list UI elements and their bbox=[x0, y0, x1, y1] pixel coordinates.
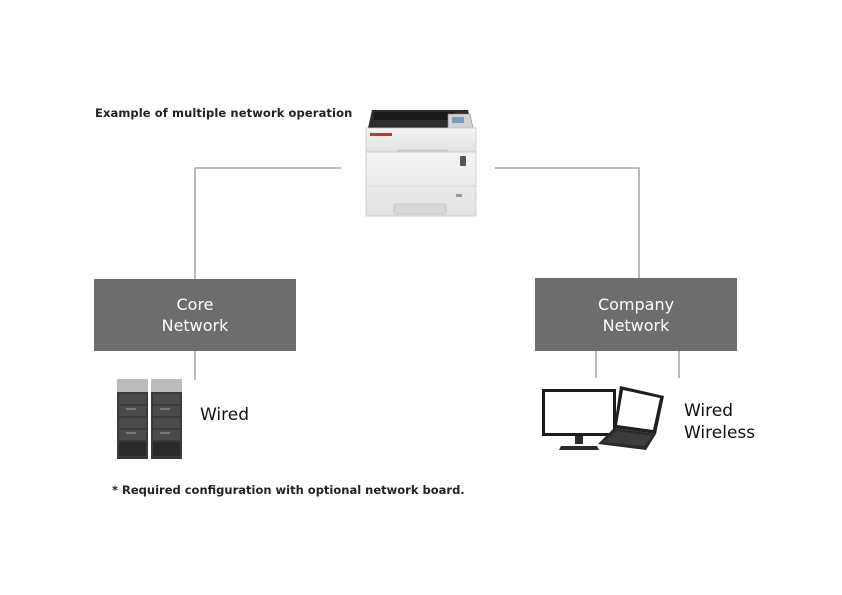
core-connection-type: Wired bbox=[200, 405, 250, 425]
company-connection-type-2: Wireless bbox=[684, 423, 756, 443]
monitor-icon bbox=[542, 389, 616, 450]
core-network-label-line1: Core bbox=[176, 295, 214, 314]
diagram-caption: Example of multiple network operation bbox=[95, 106, 353, 120]
company-connection-type-1: Wired bbox=[684, 401, 734, 421]
company-network-label-line1: Company bbox=[597, 294, 675, 314]
core-network-box: Core Network bbox=[94, 279, 296, 351]
company-network-label-line2: Network bbox=[602, 315, 670, 335]
printer-icon bbox=[365, 110, 477, 217]
company-connection-label: Wired Wireless bbox=[684, 400, 755, 444]
laptop-icon bbox=[598, 386, 664, 450]
footnote: * Required configuration with optional n… bbox=[112, 483, 465, 497]
core-connection-label: Wired bbox=[200, 404, 249, 426]
connector-printer-core bbox=[194, 167, 341, 279]
company-network-box: Company Network bbox=[535, 278, 737, 351]
core-network-label-line2: Network bbox=[161, 316, 229, 335]
server-tower-icon bbox=[117, 379, 182, 459]
connector-printer-company bbox=[495, 167, 640, 279]
